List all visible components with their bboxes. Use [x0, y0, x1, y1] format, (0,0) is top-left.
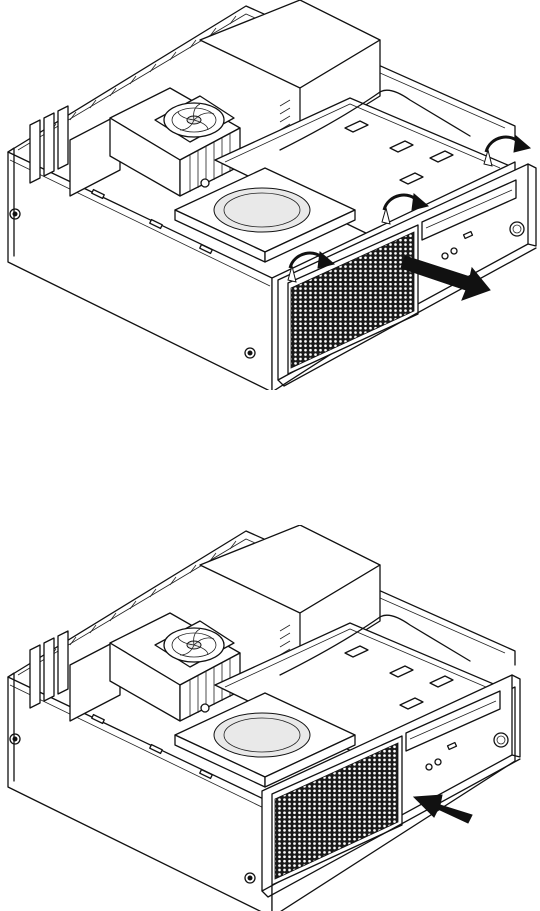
- figure-install-bezel: [0, 525, 540, 911]
- chassis-illustration-bottom: [0, 525, 540, 911]
- bezel-tab-arrow-top: [484, 136, 530, 166]
- chassis-illustration-top: [0, 0, 540, 390]
- chassis: [8, 0, 515, 390]
- figure-remove-bezel: [0, 0, 540, 390]
